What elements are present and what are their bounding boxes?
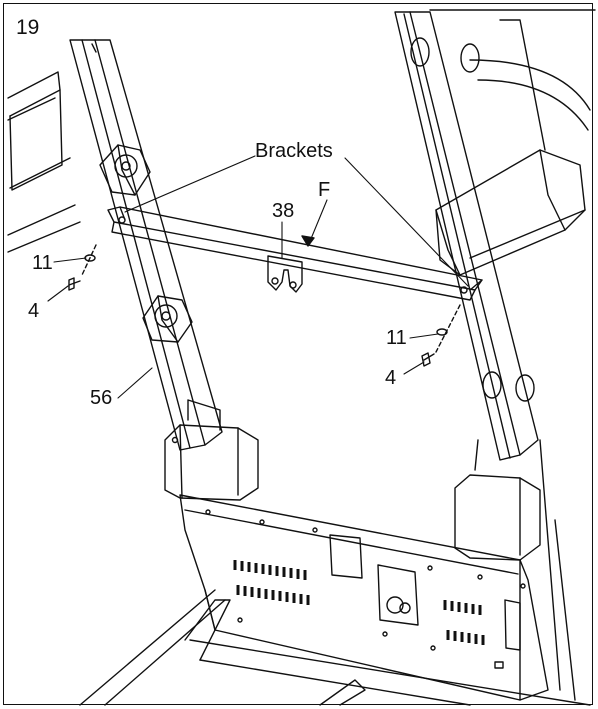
part-38-bracket (267, 255, 303, 293)
right-handrail (429, 9, 596, 276)
part-38-label: 38 (272, 200, 295, 222)
left-vent-slots (233, 560, 310, 605)
right-base-housing (454, 439, 541, 561)
right-upright (394, 11, 539, 461)
part-4-right-label: 4 (385, 367, 397, 389)
left-upper-clip (99, 144, 151, 196)
part-11-right-label: 11 (386, 327, 407, 349)
right-upper-clip (410, 37, 480, 73)
crossbar-f (107, 206, 483, 301)
left-fasteners (68, 244, 97, 291)
leader-lines (47, 155, 469, 399)
left-base-housing (164, 399, 259, 501)
floor-frame (79, 439, 591, 706)
left-background-frame (7, 71, 81, 253)
step-number: 19 (16, 16, 40, 39)
brackets-label: Brackets (255, 140, 333, 162)
f-arrowhead (301, 235, 315, 247)
part-4-left-label: 4 (28, 300, 40, 322)
part-f-label: F (318, 179, 331, 201)
left-upright (69, 39, 223, 451)
right-lower-clip (482, 371, 535, 402)
left-lower-clip (142, 295, 193, 343)
part-11-left-label: 11 (32, 252, 53, 274)
part-56-label: 56 (90, 387, 113, 409)
right-vent-slots (443, 600, 485, 645)
motor-cover (179, 494, 549, 701)
